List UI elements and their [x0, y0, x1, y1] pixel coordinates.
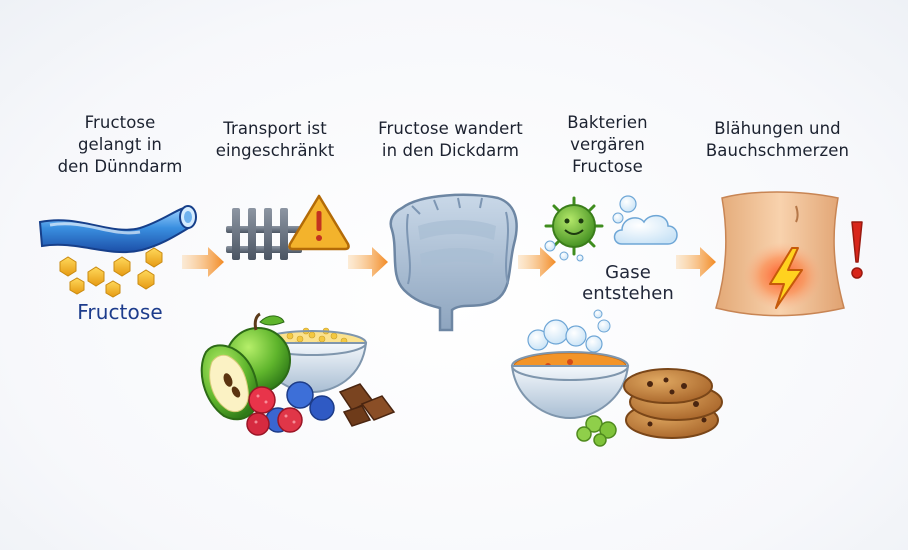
- chocolate-icon: [338, 383, 396, 427]
- step-label-large-intestine: Fructose wandert in den Dickdarm: [363, 118, 538, 162]
- step-label-symptoms: Blähungen und Bauchschmerzen: [690, 118, 865, 162]
- exclamation-icon: [851, 221, 863, 279]
- bacteria-icon: [544, 196, 604, 256]
- barrier-icon: [226, 208, 302, 260]
- step-line: Bauchschmerzen: [705, 141, 850, 160]
- fructose-molecule-icon: [59, 247, 163, 298]
- step-line: Fructose wandert: [378, 119, 523, 138]
- gas-line: entstehen: [582, 283, 674, 304]
- intestine-tube-icon: [38, 205, 197, 254]
- colon-icon: [389, 193, 518, 332]
- step-label-small-intestine: Fructose gelangt in den Dünndarm: [45, 112, 195, 178]
- step-line: gelangt in: [77, 135, 162, 154]
- soup-bowl-icon: [510, 309, 630, 420]
- cookie-icon: [623, 368, 723, 439]
- gas-line: Gase: [605, 262, 651, 283]
- step-line: Blähungen und: [714, 119, 841, 138]
- step-line: Bakterien: [567, 113, 648, 132]
- cloud-icon: [544, 195, 678, 262]
- fructose-label: Fructose: [77, 300, 163, 324]
- step-line: vergären: [570, 135, 645, 154]
- lightning-icon: [769, 247, 803, 309]
- step-line: den Dünndarm: [57, 157, 183, 176]
- step-line: Fructose: [572, 157, 643, 176]
- berries-icon: [246, 381, 335, 436]
- step-line: Fructose: [84, 113, 156, 132]
- warning-icon: [288, 194, 350, 251]
- step-line: in den Dickdarm: [381, 141, 520, 160]
- step-line: Transport ist: [223, 119, 327, 138]
- grape-icon: [576, 415, 617, 447]
- step-label-transport: Transport ist eingeschränkt: [205, 118, 345, 162]
- step-label-fermentation: Bakterien vergären Fructose: [545, 112, 670, 178]
- apple-icon: [200, 312, 291, 421]
- arrow-icon: [182, 247, 716, 277]
- step-line: eingeschränkt: [215, 141, 335, 160]
- gas-label: Gase entstehen: [568, 262, 688, 304]
